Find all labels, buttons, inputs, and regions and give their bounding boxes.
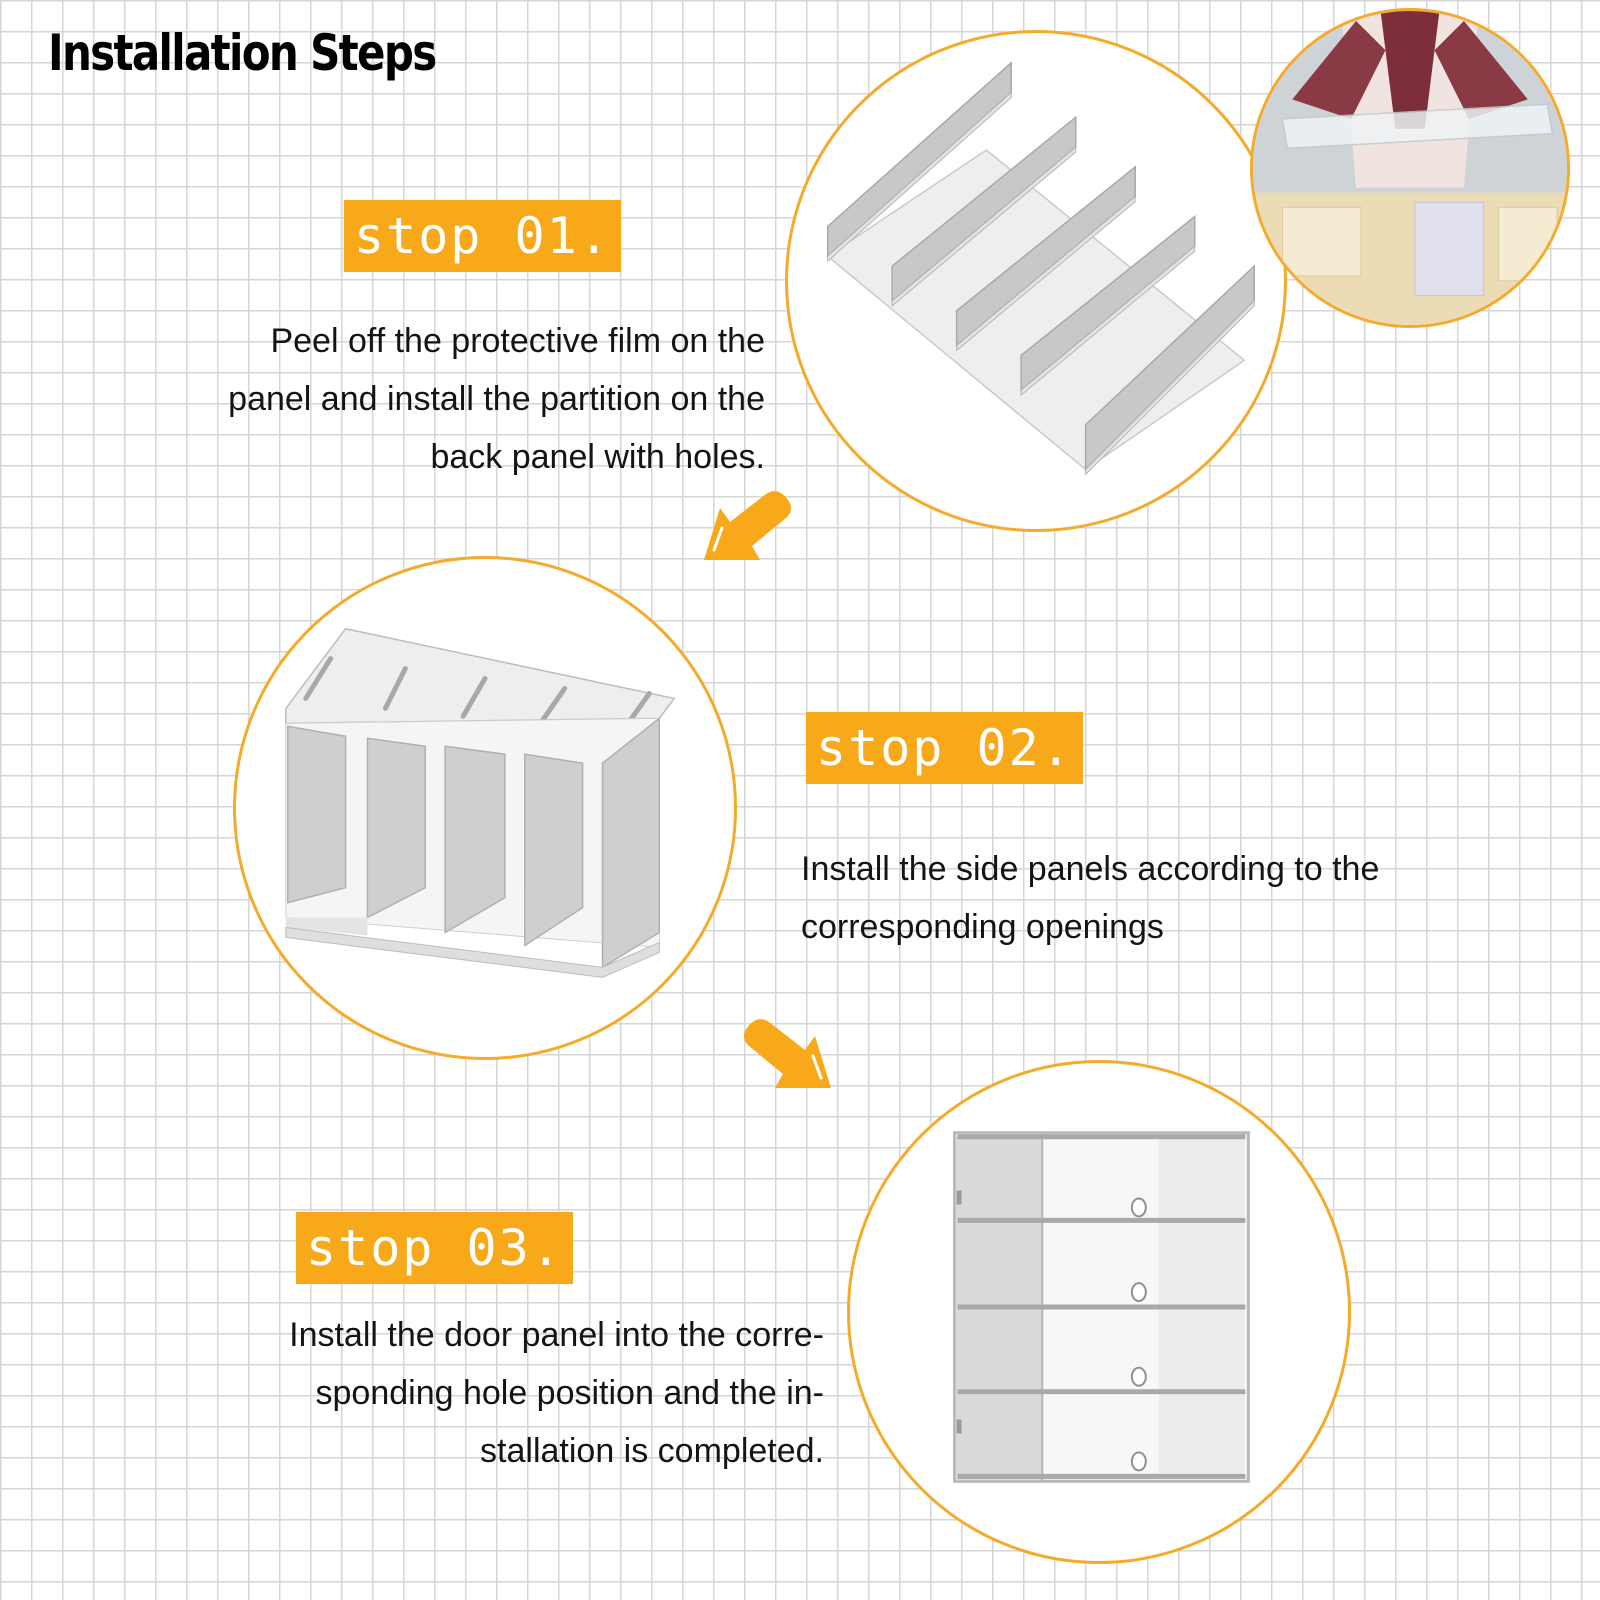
step-2-description: Install the side panels according to the… [801, 840, 1379, 956]
step-2-badge: stop 02. [806, 712, 1083, 784]
step-1-line-3: back panel with holes. [430, 438, 765, 476]
step-3-description: Install the door panel into the corre- s… [289, 1306, 824, 1480]
step-3-line-2: sponding hole position and the in- [315, 1374, 825, 1412]
step-1-line-2: panel and install the partition on the [228, 380, 765, 418]
assembled-frame-image [285, 627, 676, 978]
arrow-down-left-icon [704, 491, 792, 560]
step-1-photo [1250, 8, 1570, 328]
step-2-line-1: Install the side panels according to the [801, 850, 1380, 888]
arrow-down-right-icon [743, 1019, 831, 1088]
step-2-illustration [233, 556, 737, 1060]
step-3-badge: stop 03. [296, 1212, 573, 1284]
step-1-description: Peel off the protective film on the pane… [228, 312, 765, 486]
step-1-line-1: Peel off the protective film on the [270, 322, 765, 360]
finished-cabinet-image [953, 1131, 1250, 1483]
step-3-line-3: stallation is completed. [480, 1432, 824, 1470]
step-1-badge: stop 01. [344, 200, 621, 272]
step-2-line-2: corresponding openings [801, 908, 1164, 946]
step-3-illustration [847, 1060, 1351, 1564]
person-holding-panel-image [1253, 11, 1567, 325]
step-1-illustration [785, 30, 1287, 532]
partition-panels-image [826, 61, 1255, 476]
step-3-line-1: Install the door panel into the corre- [289, 1316, 824, 1354]
page-title: Installation Steps [48, 24, 437, 82]
